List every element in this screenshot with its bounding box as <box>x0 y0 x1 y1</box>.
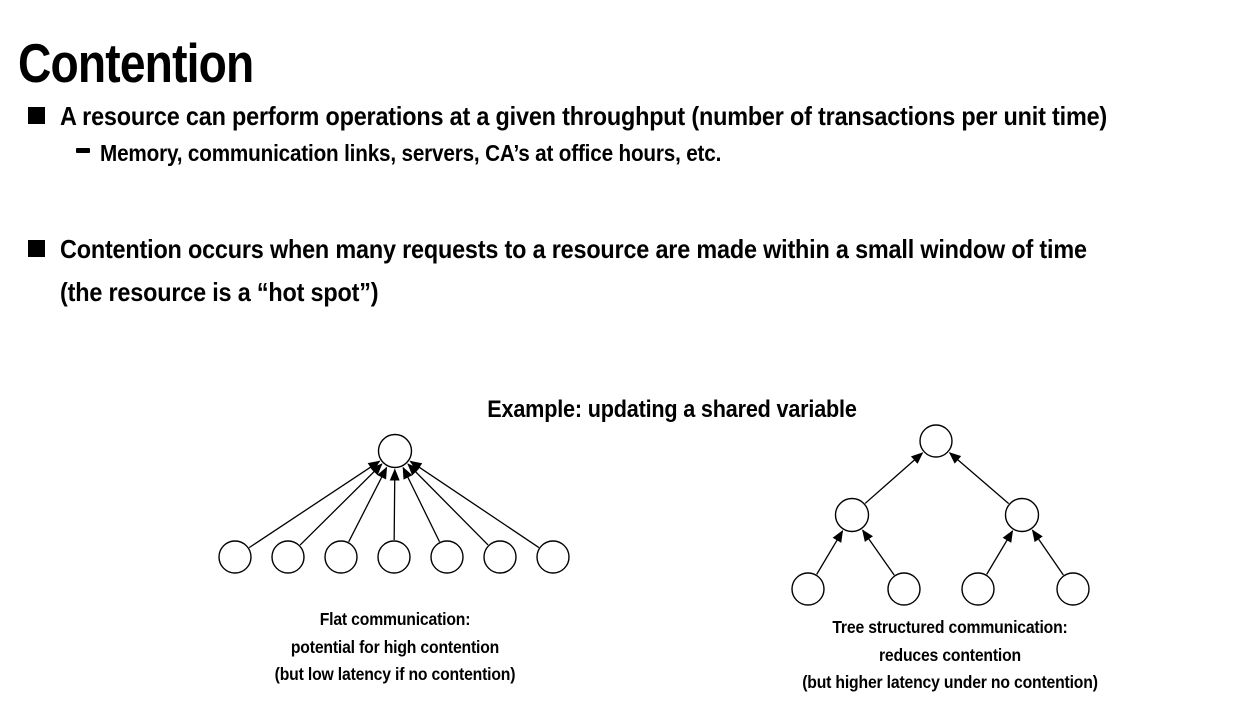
diagram-node <box>1004 497 1040 533</box>
diagram-edge-arrow <box>1031 529 1064 576</box>
diagram-node <box>430 540 464 574</box>
page-title: Contention <box>18 31 254 94</box>
diagram-edge-arrow <box>864 452 924 504</box>
caption-line: potential for high contention <box>290 636 500 657</box>
tree-communication-caption: Tree structured communication: reduces c… <box>770 614 1130 697</box>
sub-bullet-text: Memory, communication links, servers, CA… <box>100 140 722 166</box>
diagram-edge-arrow <box>986 530 1014 575</box>
caption-line: (but higher latency under no contention) <box>802 672 1098 692</box>
diagram-node <box>483 540 517 574</box>
diagram-edge-arrow <box>816 530 844 575</box>
dash-marker <box>76 148 90 153</box>
caption-line: Flat communication: <box>319 609 471 629</box>
tree-communication-diagram <box>791 424 1090 606</box>
diagram-edge-arrow <box>948 452 1010 505</box>
diagram-node <box>536 540 570 574</box>
diagram-edge-arrow <box>407 463 489 546</box>
diagram-edge-arrow <box>348 466 388 543</box>
bullet-text: (the resource is a “hot spot”) <box>60 277 379 307</box>
caption-line: (but low latency if no contention) <box>274 664 516 684</box>
diagram-node <box>218 540 252 574</box>
diagram-node <box>791 572 825 606</box>
diagram-edge-arrow <box>862 529 895 576</box>
diagram-node <box>961 572 995 606</box>
diagram-edge-arrow <box>402 466 441 543</box>
diagram-node <box>377 540 411 574</box>
diagram-node <box>324 540 358 574</box>
bullet-item: A resource can perform operations at a g… <box>60 95 1223 138</box>
bullet-text: A resource can perform operations at a g… <box>60 101 1108 131</box>
diagram-node <box>377 433 413 469</box>
flat-communication-caption: Flat communication: potential for high c… <box>215 606 575 689</box>
bullet-text: Contention occurs when many requests to … <box>60 234 1087 264</box>
diagram-node <box>887 572 921 606</box>
diagram-node <box>834 497 870 533</box>
diagram-node <box>1056 572 1090 606</box>
caption-line: reduces contention <box>878 644 1022 665</box>
caption-line: Tree structured communication: <box>832 617 1068 637</box>
diagram-edge-arrow <box>299 463 383 546</box>
diagram-node <box>271 540 305 574</box>
bullet-square-marker <box>28 107 45 124</box>
bullet-square-marker <box>28 240 45 257</box>
example-heading: Example: updating a shared variable <box>487 396 857 423</box>
diagram-edge-arrow <box>409 460 540 549</box>
sub-bullet-item: Memory, communication links, servers, CA… <box>100 138 790 168</box>
flat-communication-diagram <box>218 433 570 574</box>
bullet-item: Contention occurs when many requests to … <box>60 228 1201 314</box>
diagram-node <box>919 424 953 458</box>
diagram-edge-arrow <box>389 468 400 541</box>
diagram-edge-arrow <box>248 460 381 549</box>
